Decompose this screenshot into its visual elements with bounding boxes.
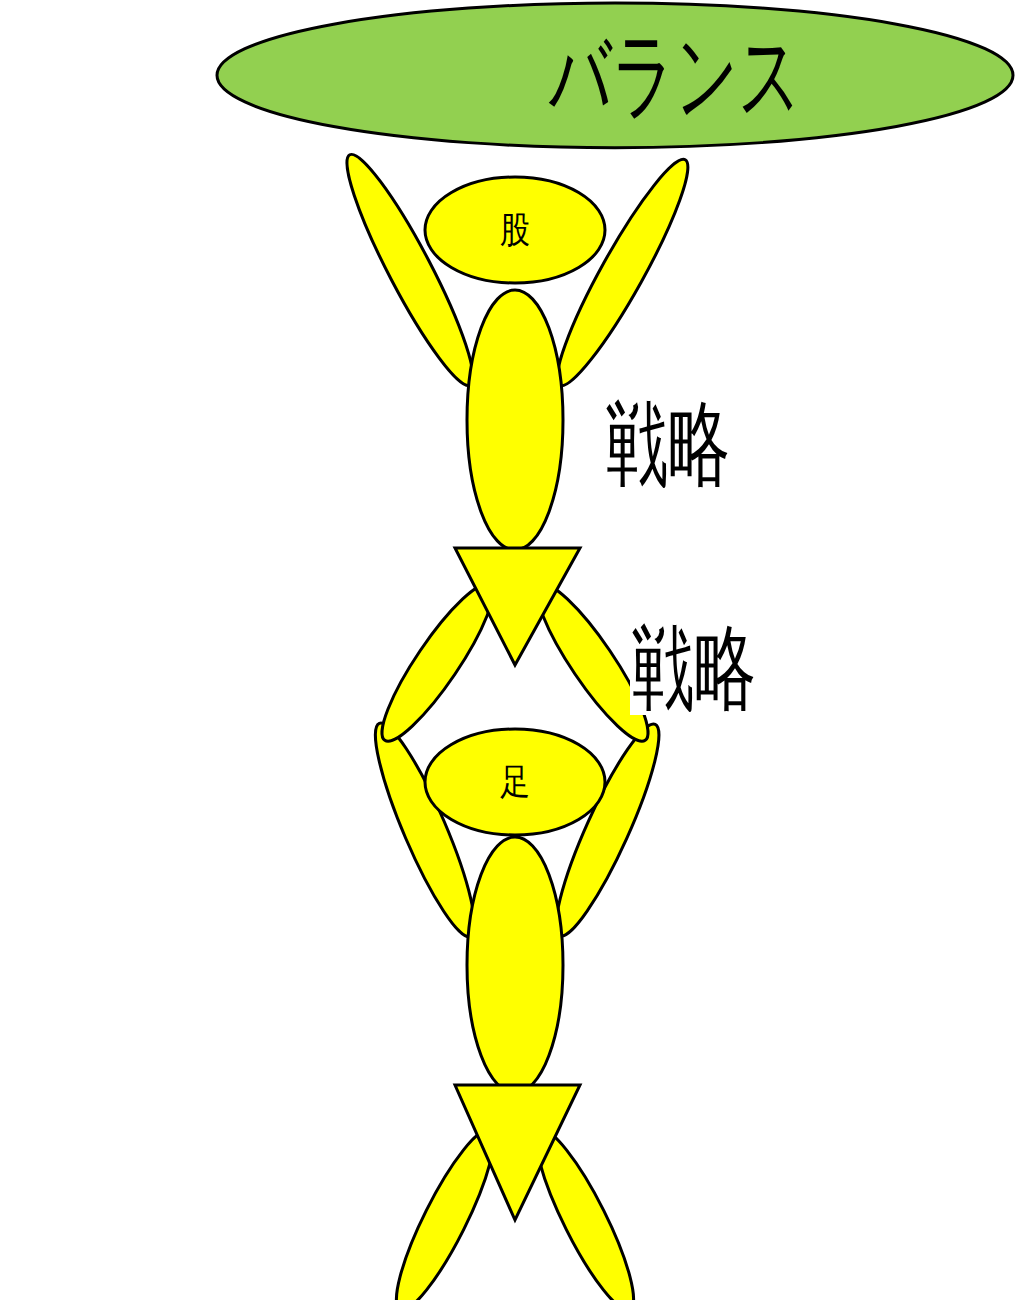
- body-ellipse: [467, 290, 563, 550]
- joint-ellipse: 足: [423, 727, 607, 837]
- node-text: 股: [500, 212, 530, 248]
- body-ellipse: [467, 837, 563, 1093]
- node-ellipse: [425, 729, 605, 835]
- hip-triangle: [455, 1085, 580, 1220]
- hip-triangle: [455, 548, 580, 665]
- balance-ellipse: バランス: [215, 1, 1015, 150]
- joint-ellipse: 股: [423, 175, 607, 285]
- node-text: バランス: [549, 27, 801, 123]
- strategy-label: 戦略: [604, 398, 732, 491]
- node-ellipse: [425, 177, 605, 283]
- node-text: 足: [500, 764, 530, 800]
- node-ellipse: [217, 3, 1013, 148]
- strategy-label: 戦略: [630, 622, 758, 715]
